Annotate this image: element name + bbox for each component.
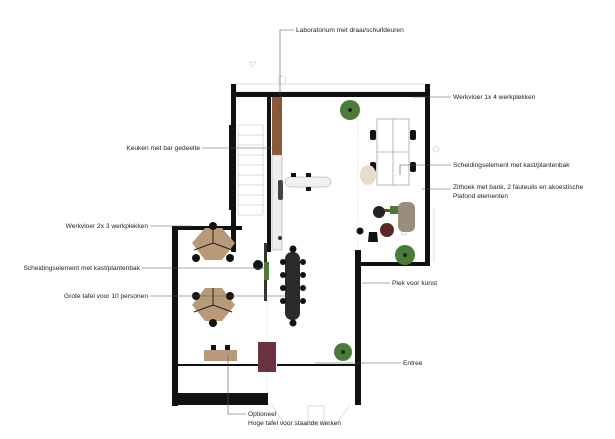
desks-1x4 [370, 118, 416, 186]
label-optioneel: Optioneel [248, 411, 277, 418]
staircase [237, 124, 264, 216]
label-zithoek: Zithoek met bank, 2 fauteuils en akoesti… [453, 184, 583, 191]
label-hoge-tafel: Hoge tafel voor staande werken [248, 420, 341, 427]
label-werkvloer-1x4: Werkvloer 1x 4 werkplekken [453, 94, 536, 101]
kitchen [267, 97, 332, 252]
label-plek-kunst: Plek voor kunst [392, 280, 437, 287]
leader-lines [142, 29, 451, 415]
label-werkvloer-2x3: Werkvloer 2x 3 werkplekken [66, 223, 149, 230]
label-grote-tafel: Grote tafel voor 10 personen [64, 293, 148, 300]
label-keuken: Keuken met bar gedeelte [126, 145, 200, 152]
entrance-area [204, 342, 351, 426]
plant-icons [334, 100, 415, 361]
label-scheiding-rechts: Scheidingselement met kast/plantenbak [453, 162, 570, 169]
label-laboratorium: Laboratorium met draai/schuifdeuren [296, 27, 404, 34]
label-scheiding-links: Scheidingselement met kast/plantenbak [23, 265, 140, 272]
bar-counter [284, 176, 332, 188]
big-table [253, 243, 306, 327]
lounge-area [356, 165, 415, 242]
desks-2x3 [192, 222, 235, 327]
label-zithoek-line2: Plafond elementen [453, 193, 508, 200]
label-entree: Entree [403, 360, 423, 367]
